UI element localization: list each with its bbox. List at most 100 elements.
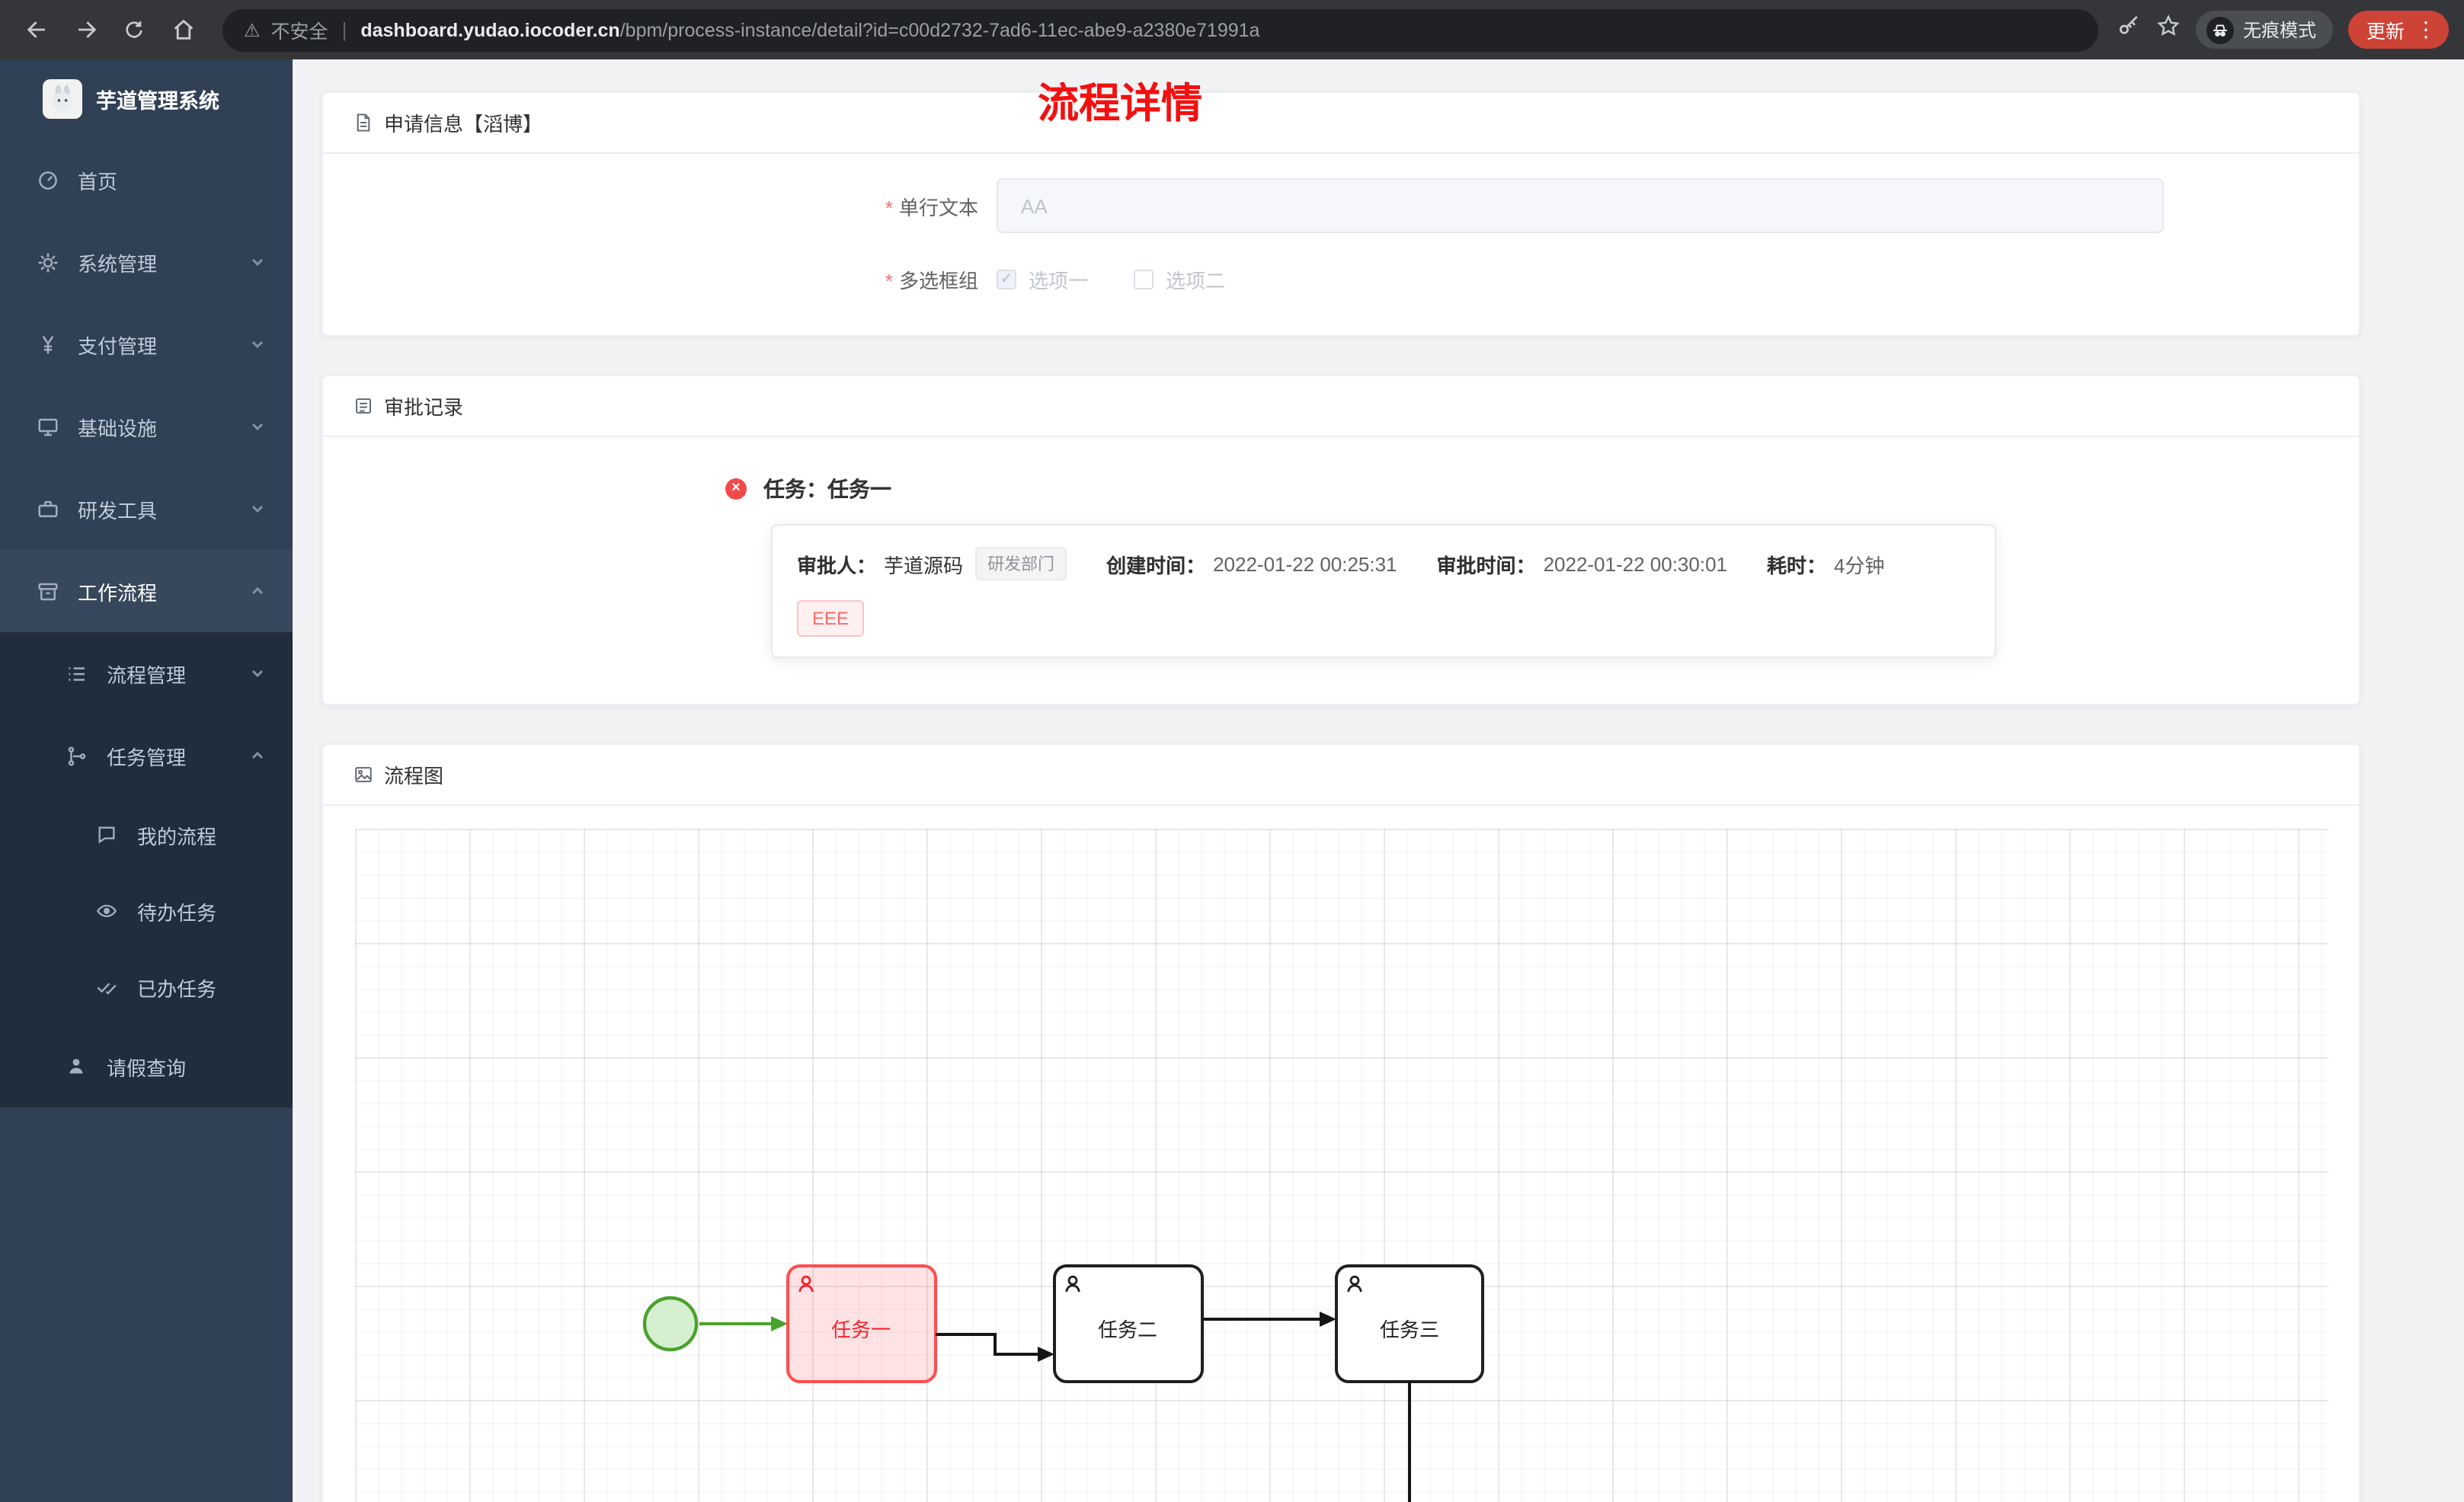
svg-text:任务二: 任务二	[1098, 1318, 1157, 1341]
created-time: 2022-01-22 00:25:31	[1213, 552, 1397, 575]
apply-form: *单行文本 AA *多选框组 ✓ 选项一	[323, 154, 2359, 335]
process-diagram-title: 流程图	[384, 765, 444, 788]
document-icon	[354, 113, 373, 133]
user-task-icon	[1065, 1275, 1080, 1293]
form-row-checkbox-group: *多选框组 ✓ 选项一 选项二	[354, 265, 2328, 294]
apply-info-header: 申请信息【滔博】	[323, 93, 2359, 154]
created-time-group: 创建时间： 2022-01-22 00:25:31	[1106, 552, 1397, 577]
sidebar-item-process-management[interactable]: 流程管理	[0, 632, 293, 714]
sidebar-item-payment[interactable]: 支付管理	[0, 303, 293, 385]
sidebar-item-label: 任务管理	[107, 746, 187, 769]
briefcase-icon	[35, 497, 59, 520]
record-icon	[354, 396, 373, 416]
yen-icon	[35, 333, 59, 356]
dept-tag: 研发部门	[975, 547, 1067, 580]
checkbox-group: ✓ 选项一 选项二	[997, 265, 2164, 294]
user-task-icon	[798, 1275, 814, 1293]
single-line-text-input[interactable]: AA	[997, 178, 2164, 233]
update-button[interactable]: 更新 ⋮	[2347, 11, 2449, 49]
process-diagram-card: 流程图	[322, 743, 2360, 1502]
browser-menu-icon[interactable]: ⋮	[2415, 17, 2437, 41]
bpmn-task-2[interactable]: 任务二	[1053, 1264, 1204, 1383]
incognito-badge: 无痕模式	[2195, 11, 2333, 49]
page-title: 流程详情	[1038, 81, 1202, 126]
checkbox-checked-icon: ✓	[997, 270, 1016, 289]
bpmn-task-1[interactable]: 任务一	[786, 1264, 937, 1383]
checkbox-group-label: *多选框组	[885, 270, 978, 292]
back-icon[interactable]	[15, 8, 58, 51]
list-icon	[64, 662, 88, 685]
address-bar[interactable]: ⚠ 不安全 | dashboard.yudao.iocoder.cn/bpm/p…	[222, 8, 2098, 51]
gear-icon	[35, 251, 59, 273]
approval-record-card: 审批记录 × 任务：任务一 审批人： 芋道源码 研发部门	[322, 375, 2360, 705]
sidebar-item-my-process[interactable]: 我的流程	[0, 797, 293, 873]
sidebar-item-label: 待办任务	[137, 901, 217, 924]
required-mark: *	[885, 270, 893, 292]
approver-name: 芋道源码	[884, 554, 964, 577]
sidebar-item-label: 已办任务	[137, 977, 217, 1000]
bookmark-star-icon[interactable]	[2156, 14, 2181, 46]
app-title: 芋道管理系统	[96, 90, 219, 113]
sidebar-item-label: 系统管理	[78, 252, 158, 275]
sidebar-item-label: 请假查询	[107, 1056, 187, 1079]
sidebar-item-task-management[interactable]: 任务管理	[0, 714, 293, 797]
sidebar-item-infrastructure[interactable]: 基础设施	[0, 385, 293, 468]
checkbox-option-2[interactable]: 选项二	[1134, 265, 1225, 294]
duration-group: 耗时： 4分钟	[1767, 549, 1885, 578]
sidebar-item-label: 支付管理	[78, 334, 158, 357]
key-icon[interactable]	[2117, 14, 2141, 46]
forward-icon[interactable]	[64, 8, 107, 51]
apply-info-title: 申请信息【滔博】	[384, 113, 543, 136]
app-logo[interactable]: 芋道管理系统	[0, 59, 293, 139]
bpmn-start-event[interactable]	[642, 1296, 699, 1352]
user-icon	[64, 1056, 88, 1077]
home-icon[interactable]	[162, 8, 204, 51]
dashboard-icon	[35, 168, 59, 191]
chevron-down-icon	[250, 254, 265, 270]
comment-tag: EEE	[797, 600, 865, 637]
bpmn-task-3[interactable]: 任务三	[1335, 1264, 1484, 1383]
duration-value: 4分钟	[1834, 554, 1885, 577]
checkbox-label: 选项二	[1166, 270, 1226, 292]
checkbox-option-1[interactable]: ✓ 选项一	[997, 265, 1088, 294]
logo-avatar	[43, 79, 82, 119]
sidebar-menu: 首页 系统管理 支付管理 基础设施	[0, 139, 293, 1107]
workflow-submenu: 流程管理 任务管理 我的流程 待办任务	[0, 632, 293, 1107]
svg-text:任务三: 任务三	[1380, 1318, 1439, 1341]
sidebar-item-label: 研发工具	[78, 499, 158, 522]
url-text: dashboard.yudao.iocoder.cn/bpm/process-i…	[360, 19, 1259, 40]
not-secure-icon: ⚠	[244, 19, 261, 40]
chat-icon	[94, 824, 119, 845]
approved-time: 2022-01-22 00:30:01	[1543, 552, 1727, 575]
browser-toolbar: ⚠ 不安全 | dashboard.yudao.iocoder.cn/bpm/p…	[0, 0, 2464, 59]
approval-record-header: 审批记录	[323, 376, 2359, 437]
svg-text:任务一: 任务一	[831, 1318, 891, 1341]
chevron-down-icon	[250, 666, 265, 681]
sidebar-item-label: 我的流程	[137, 825, 217, 848]
sidebar-item-devtools[interactable]: 研发工具	[0, 468, 293, 550]
sidebar-item-workflow[interactable]: 工作流程	[0, 550, 293, 632]
chevron-down-icon	[250, 419, 265, 434]
address-separator: |	[341, 18, 347, 41]
eye-icon	[94, 900, 119, 922]
approval-detail-line: 审批人： 芋道源码 研发部门 创建时间： 2022-01-22 00:25:31…	[797, 547, 1970, 580]
bpmn-flow-start-task1	[699, 1316, 788, 1331]
url-path: /bpm/process-instance/detail?id=c00d2732…	[619, 19, 1260, 40]
task-title: 任务：任务一	[763, 477, 891, 501]
checkbox-unchecked-icon	[1134, 270, 1154, 289]
sidebar-item-system[interactable]: 系统管理	[0, 221, 293, 303]
sidebar-item-leave-query[interactable]: 请假查询	[0, 1025, 293, 1107]
form-row-single-line: *单行文本 AA	[354, 178, 2328, 233]
bpmn-canvas[interactable]: 任务一	[355, 829, 2328, 1502]
checkbox-label: 选项一	[1029, 270, 1089, 292]
refresh-icon[interactable]	[113, 8, 155, 51]
sidebar-item-done-tasks[interactable]: 已办任务	[0, 949, 293, 1025]
process-diagram-body: 任务一	[323, 829, 2359, 1502]
input-placeholder: AA	[1021, 194, 1048, 217]
chevron-up-icon	[250, 583, 265, 599]
image-icon	[354, 765, 373, 785]
sidebar-item-todo-tasks[interactable]: 待办任务	[0, 873, 293, 949]
user-task-icon	[1347, 1275, 1362, 1293]
sidebar-item-home[interactable]: 首页	[0, 139, 293, 221]
